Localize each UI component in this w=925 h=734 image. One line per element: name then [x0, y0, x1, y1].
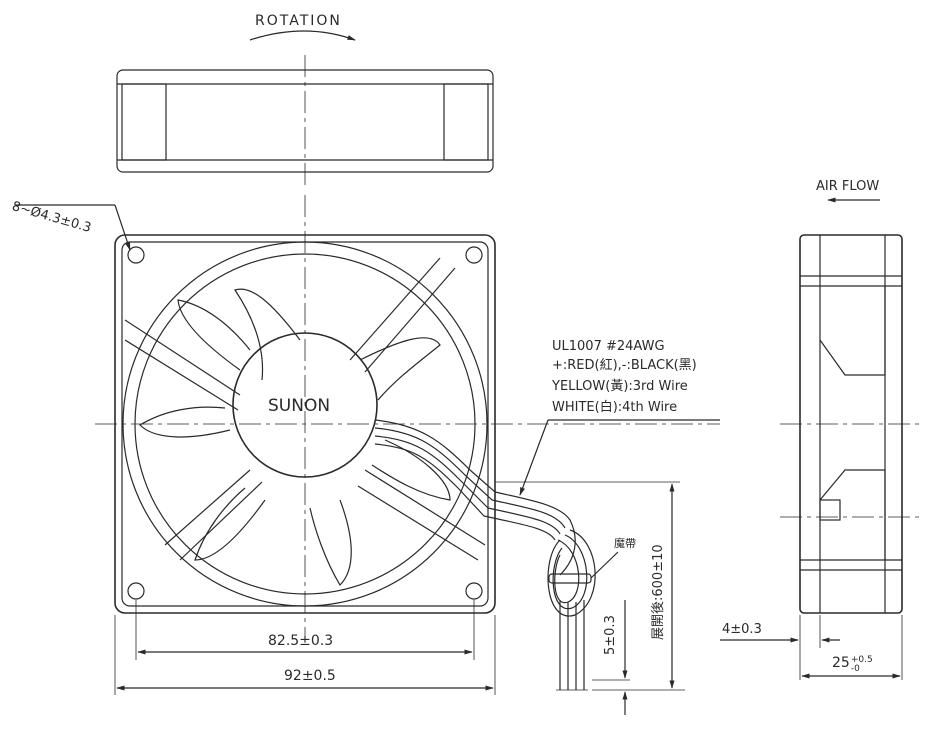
dim-thickness-base: 25: [832, 655, 850, 671]
rotation-label: ROTATION: [255, 13, 342, 29]
fan-blade: [359, 337, 441, 401]
dim-thickness-plus: +0.5: [850, 655, 873, 665]
lead-wires: [374, 419, 576, 576]
tie-label: 魔帶: [614, 537, 636, 550]
top-view: [116, 55, 494, 185]
rotation-arrow: [249, 30, 356, 41]
spoke: [349, 257, 456, 373]
fan-blade: [177, 299, 251, 371]
fan-blade: [139, 406, 231, 438]
fan-front-view: [95, 195, 720, 691]
fan-side-view: [780, 234, 920, 614]
wire-spec-leader: [519, 419, 549, 496]
mount-hole-tl: [127, 246, 145, 264]
mount-hole-br: [465, 582, 483, 600]
wire-spec-line1: UL1007 #24AWG: [552, 339, 665, 354]
tie-wrap: [548, 573, 592, 584]
dim-hole-pitch: 82.5±0.3: [268, 633, 334, 649]
wire-spec-line3: YELLOW(黃):3rd Wire: [552, 379, 688, 394]
mount-hole-tr: [465, 246, 483, 264]
spoke: [124, 319, 241, 411]
fan-blade: [309, 499, 352, 586]
hole-leader: [114, 204, 131, 251]
wire-spec-line2: +:RED(紅),-:BLACK(黑): [552, 358, 697, 373]
mount-hole-bl: [127, 582, 145, 600]
fan-blade: [371, 439, 451, 501]
spoke: [164, 469, 263, 561]
dim-lead-length: 展開後:600±10: [651, 544, 666, 640]
dim-flange: 4±0.3: [722, 622, 762, 637]
wire-coil: [547, 529, 596, 617]
brand-label: SUNON: [268, 396, 331, 416]
dim-thickness: 25+0.5-0: [832, 656, 873, 674]
fan-blade: [234, 288, 301, 381]
wire-spec-line4: WHITE(白):4th Wire: [552, 400, 678, 415]
spoke: [357, 469, 486, 561]
airflow-label: AIR FLOW: [816, 179, 880, 194]
dim-thickness-minus: -0: [850, 664, 860, 674]
fan-blade: [194, 487, 266, 561]
dim-overall: 92±0.5: [284, 668, 336, 684]
dim-strip-length: 5±0.3: [603, 615, 618, 655]
